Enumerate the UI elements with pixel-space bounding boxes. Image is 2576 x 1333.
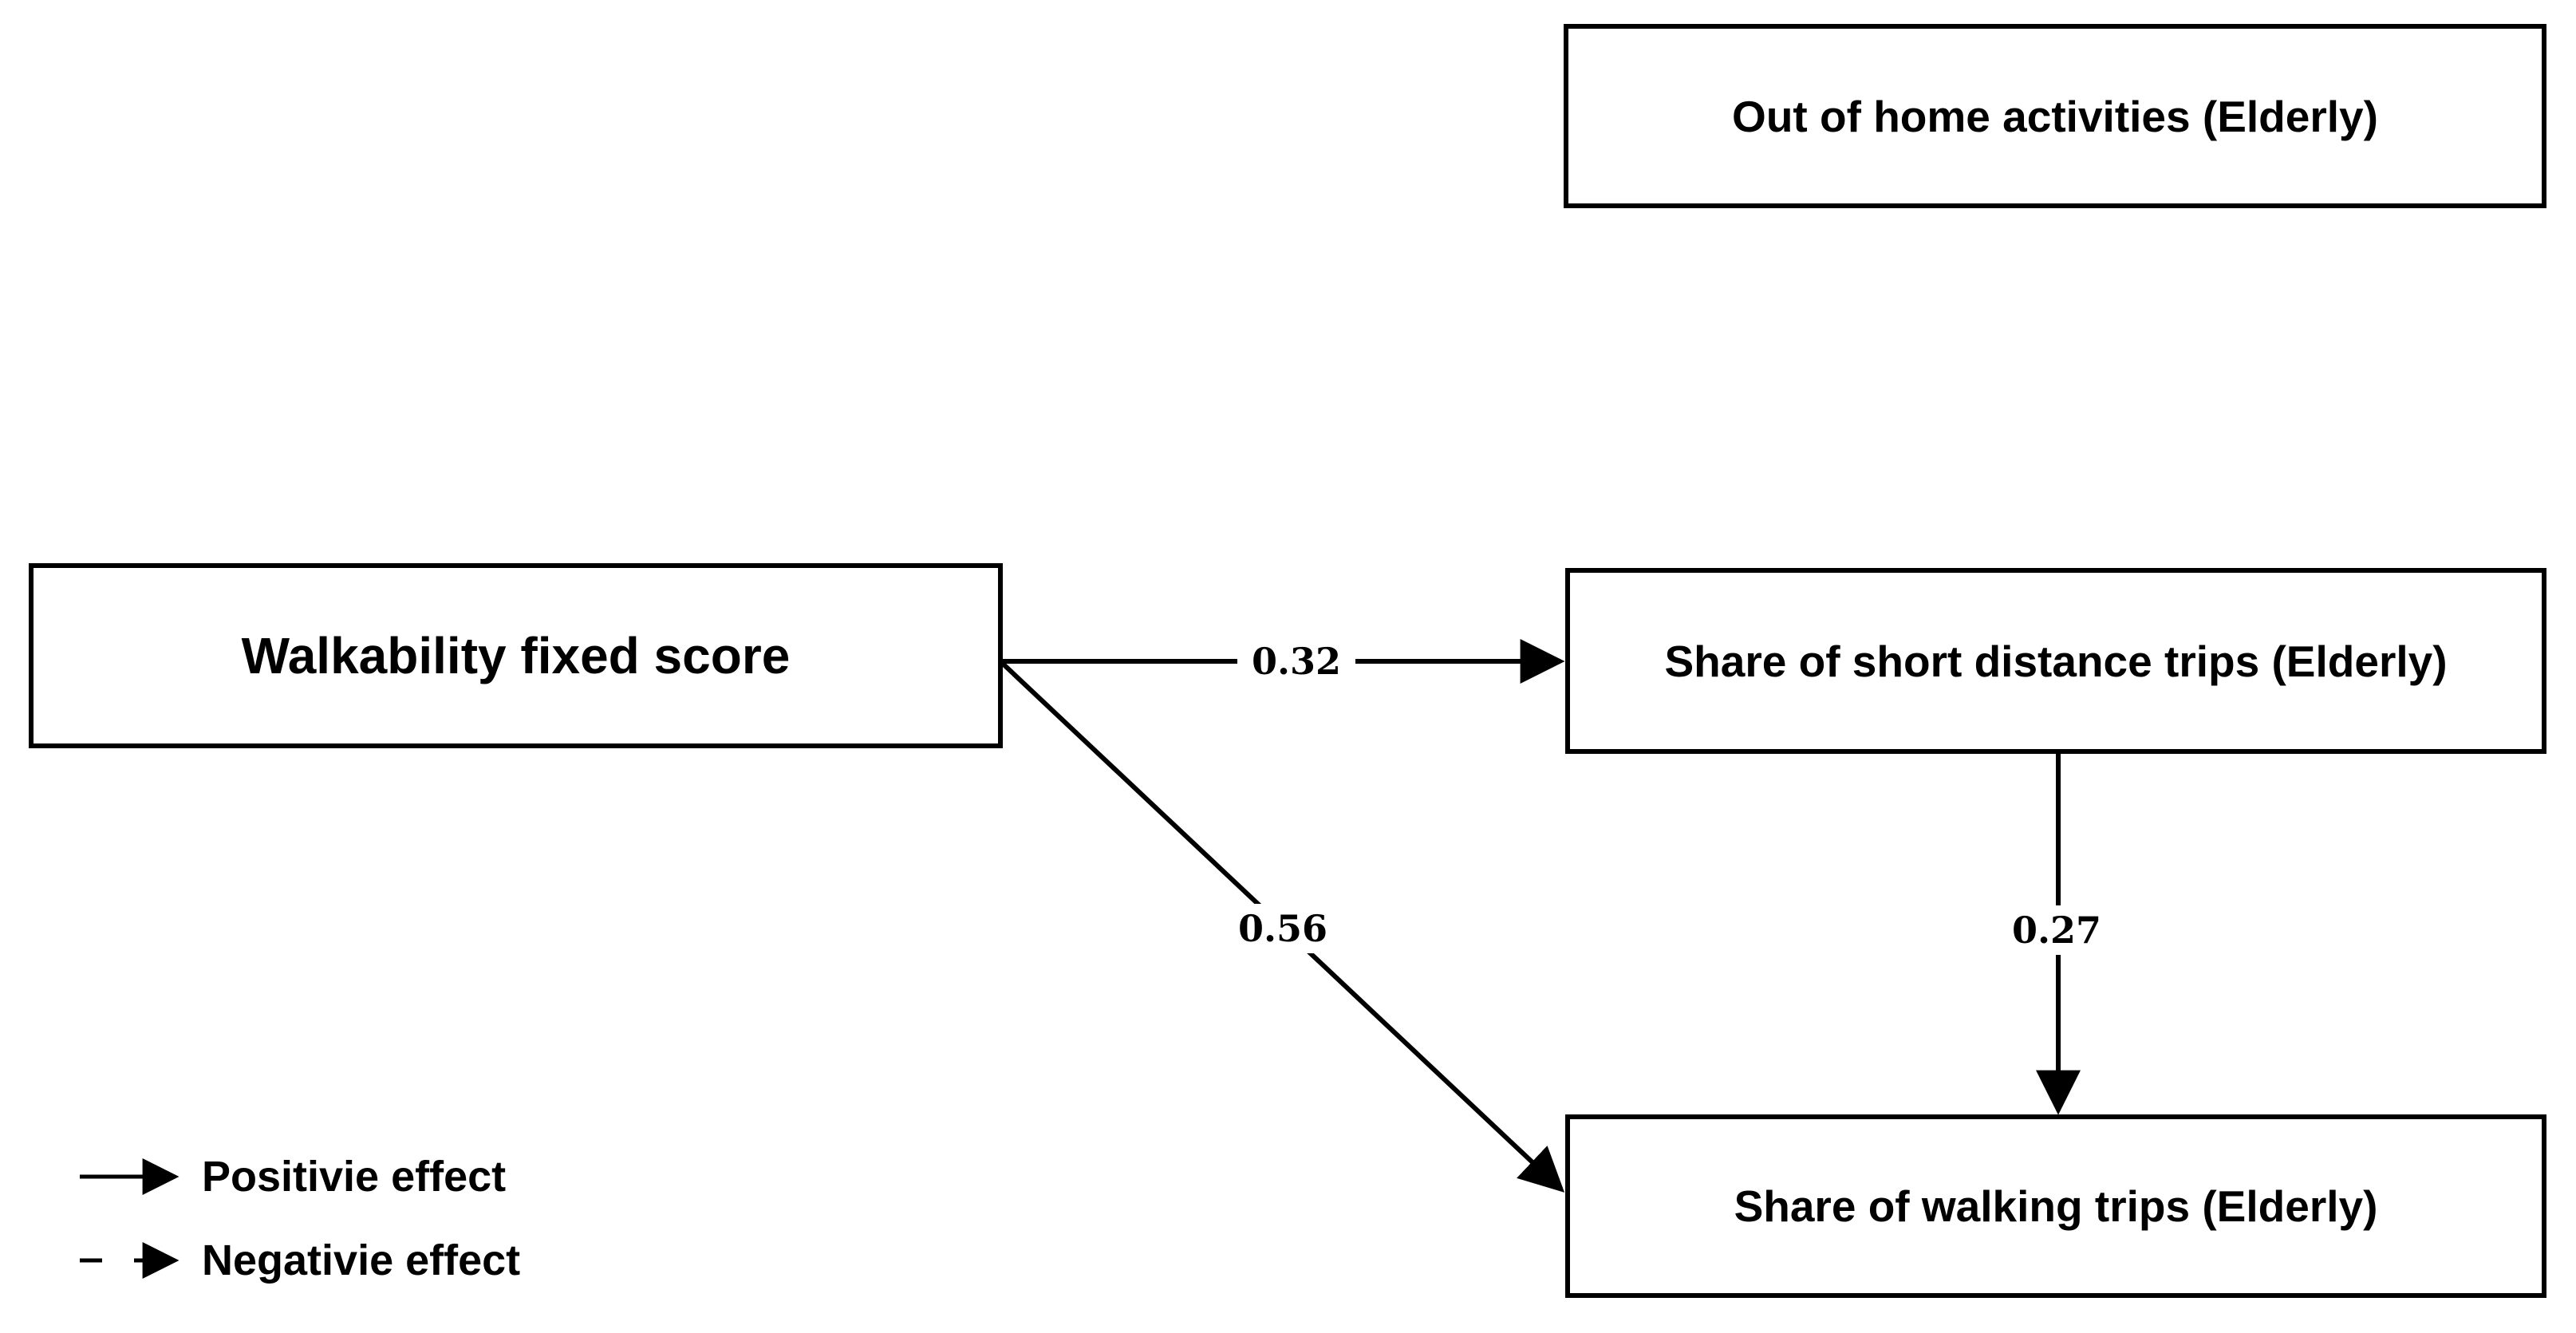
coefficient-short-trips-to-walking-trips: 0.27 bbox=[1997, 905, 2116, 955]
legend-positive-effect-label: Positivie effect bbox=[202, 1152, 506, 1201]
coefficient-walkability-to-walking-trips: 0.56 bbox=[1223, 904, 1343, 953]
coefficient-value: 0.56 bbox=[1237, 907, 1328, 950]
legend-negative-effect-label: Negativie effect bbox=[202, 1236, 520, 1285]
legend-text: Negativie effect bbox=[202, 1236, 521, 1284]
node-label: Out of home activities (Elderly) bbox=[1732, 91, 2378, 141]
node-share-of-walking-trips: Share of walking trips (Elderly) bbox=[1565, 1114, 2546, 1298]
coefficient-walkability-to-short-trips: 0.32 bbox=[1237, 637, 1356, 686]
node-label: Walkability fixed score bbox=[241, 627, 791, 684]
node-walkability-fixed-score: Walkability fixed score bbox=[29, 563, 1003, 748]
node-share-of-short-distance-trips: Share of short distance trips (Elderly) bbox=[1565, 568, 2546, 754]
coefficient-value: 0.32 bbox=[1251, 640, 1342, 683]
node-label: Share of short distance trips (Elderly) bbox=[1664, 636, 2448, 686]
legend-text: Positivie effect bbox=[202, 1153, 507, 1201]
node-out-of-home-activities: Out of home activities (Elderly) bbox=[1564, 24, 2546, 208]
coefficient-value: 0.27 bbox=[2011, 909, 2102, 952]
node-label: Share of walking trips (Elderly) bbox=[1734, 1181, 2378, 1231]
